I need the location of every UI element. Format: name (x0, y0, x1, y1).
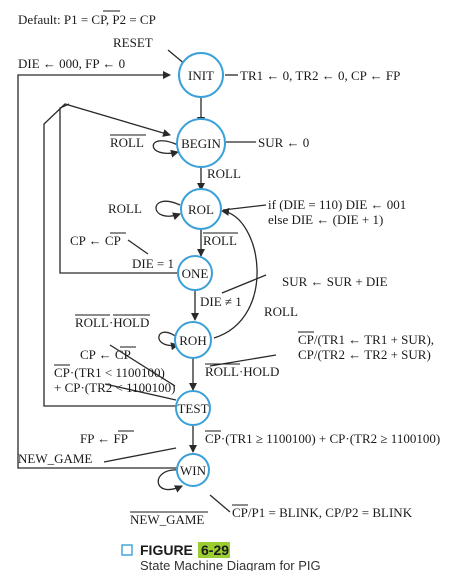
state-init: INIT (178, 52, 224, 98)
state-begin: BEGIN (176, 118, 226, 168)
test-cond-label-2: + CP·(TR2 < 1100100) (54, 380, 175, 395)
state-roh: ROH (174, 321, 212, 359)
state-test: TEST (175, 390, 211, 426)
roh-self-loop (158, 331, 179, 351)
win-init-edge (17, 71, 178, 469)
rol-self-loop (155, 200, 181, 221)
default-line: Default: P1 = CP, P2 = CP (18, 12, 156, 27)
figure-word: FIGURE (140, 542, 193, 558)
figure-number-highlight (198, 542, 230, 558)
caption-square-icon (121, 544, 133, 556)
fp-toggle-label: FP ← FP (80, 431, 128, 446)
state-one: ONE (177, 255, 213, 291)
state-one-label: ONE (182, 266, 209, 281)
roh-rol-edge (213, 207, 258, 339)
rol-self-label: ROLL (108, 201, 142, 216)
tr-update-label-2: CP/(TR2 ← TR2 + SUR) (298, 347, 431, 362)
state-rol-label: ROL (188, 202, 214, 217)
rollhold-bar-label: ROLL·HOLD (75, 315, 149, 330)
state-rol: ROL (180, 188, 222, 230)
reset-label: RESET (113, 35, 153, 50)
fp-toggle-connector (103, 447, 177, 463)
sur-add-label: SUR ← SUR + DIE (282, 274, 388, 289)
begin-self-loop (152, 140, 179, 158)
state-roh-label: ROH (179, 333, 206, 348)
roll-transition-label: ROLL (207, 166, 241, 181)
test-cond-label-1: CP·(TR1 < 1100100) (54, 365, 165, 380)
figure-number: 6-29 (201, 542, 229, 558)
state-test-label: TEST (177, 401, 208, 416)
new-game-label: NEW_GAME (18, 451, 92, 466)
state-win-label: WIN (180, 463, 207, 478)
init-action-label: TR1 ← 0, TR2 ← 0, CP ← FP (240, 68, 400, 83)
new-game-bar-label: NEW_GAME (130, 512, 204, 527)
begin-roll-bar-label: ROLL (110, 135, 144, 150)
cp-toggle-connector (127, 239, 149, 255)
cp-toggle-label: CP ← CP (70, 233, 121, 248)
sur-reset-label: SUR ← 0 (258, 135, 309, 150)
test-begin-edge (43, 103, 176, 407)
cp-toggle2-connector (109, 344, 176, 387)
state-init-label: INIT (188, 68, 214, 83)
win-self-loop (157, 469, 183, 493)
cp-toggle2-label: CP ← CP (80, 347, 131, 362)
blink-connector (209, 494, 231, 513)
figure-subtitle: State Machine Diagram for PIG (140, 558, 321, 571)
test-cond-connector (104, 383, 177, 401)
die-update-label-2: else DIE ← (DIE + 1) (268, 212, 383, 227)
tr-update-label-1: CP/(TR1 ← TR1 + SUR), (298, 332, 434, 347)
die-update-label-1: if (DIE = 110) DIE ← 001 (268, 197, 406, 212)
state-win: WIN (176, 453, 210, 487)
win-cond-label: CP·(TR1 ≥ 1100100) + CP·(TR2 ≥ 1100100) (205, 431, 440, 446)
sur-add-connector (221, 274, 267, 294)
one-begin-edge (59, 103, 178, 274)
die-eq-1-label: DIE = 1 (132, 256, 174, 271)
die-ne-1-label: DIE ≠ 1 (200, 294, 242, 309)
rol-action-connector (222, 204, 267, 211)
roll-hold-bar2-label: ROLL·HOLD (205, 364, 279, 379)
state-begin-label: BEGIN (181, 136, 221, 151)
roll-bar-rol-label: ROLL (203, 233, 237, 248)
blink-label: CP/P1 = BLINK, CP/P2 = BLINK (232, 505, 413, 520)
reset-action-label: DIE ← 000, FP ← 0 (18, 56, 125, 71)
roh-roll-label: ROLL (264, 304, 298, 319)
